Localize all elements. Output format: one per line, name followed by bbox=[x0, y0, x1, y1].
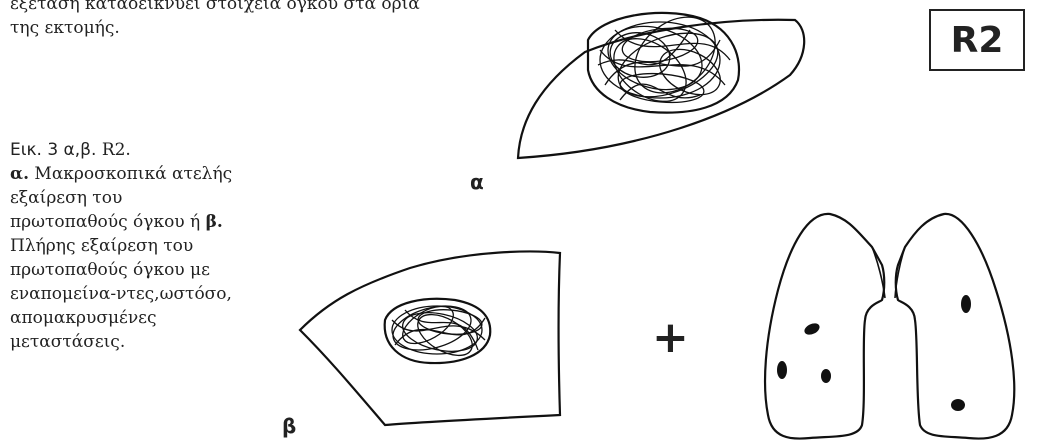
metastasis-icon bbox=[951, 399, 965, 411]
metastasis-icon bbox=[777, 361, 787, 379]
tumour-b-icon bbox=[385, 298, 491, 364]
plus-sign: + bbox=[652, 316, 689, 360]
lungs-icon bbox=[765, 214, 1014, 439]
metastasis-icon bbox=[803, 321, 822, 337]
metastasis-icon bbox=[961, 295, 971, 313]
metastasis-nodules bbox=[777, 295, 971, 411]
panel-label-a: α bbox=[470, 170, 484, 194]
panel-label-b: β bbox=[282, 414, 296, 438]
tumour-a-icon bbox=[588, 2, 739, 115]
specimen-b-outline bbox=[300, 252, 560, 425]
left-lung-outline bbox=[765, 214, 884, 439]
metastasis-icon bbox=[821, 369, 831, 383]
